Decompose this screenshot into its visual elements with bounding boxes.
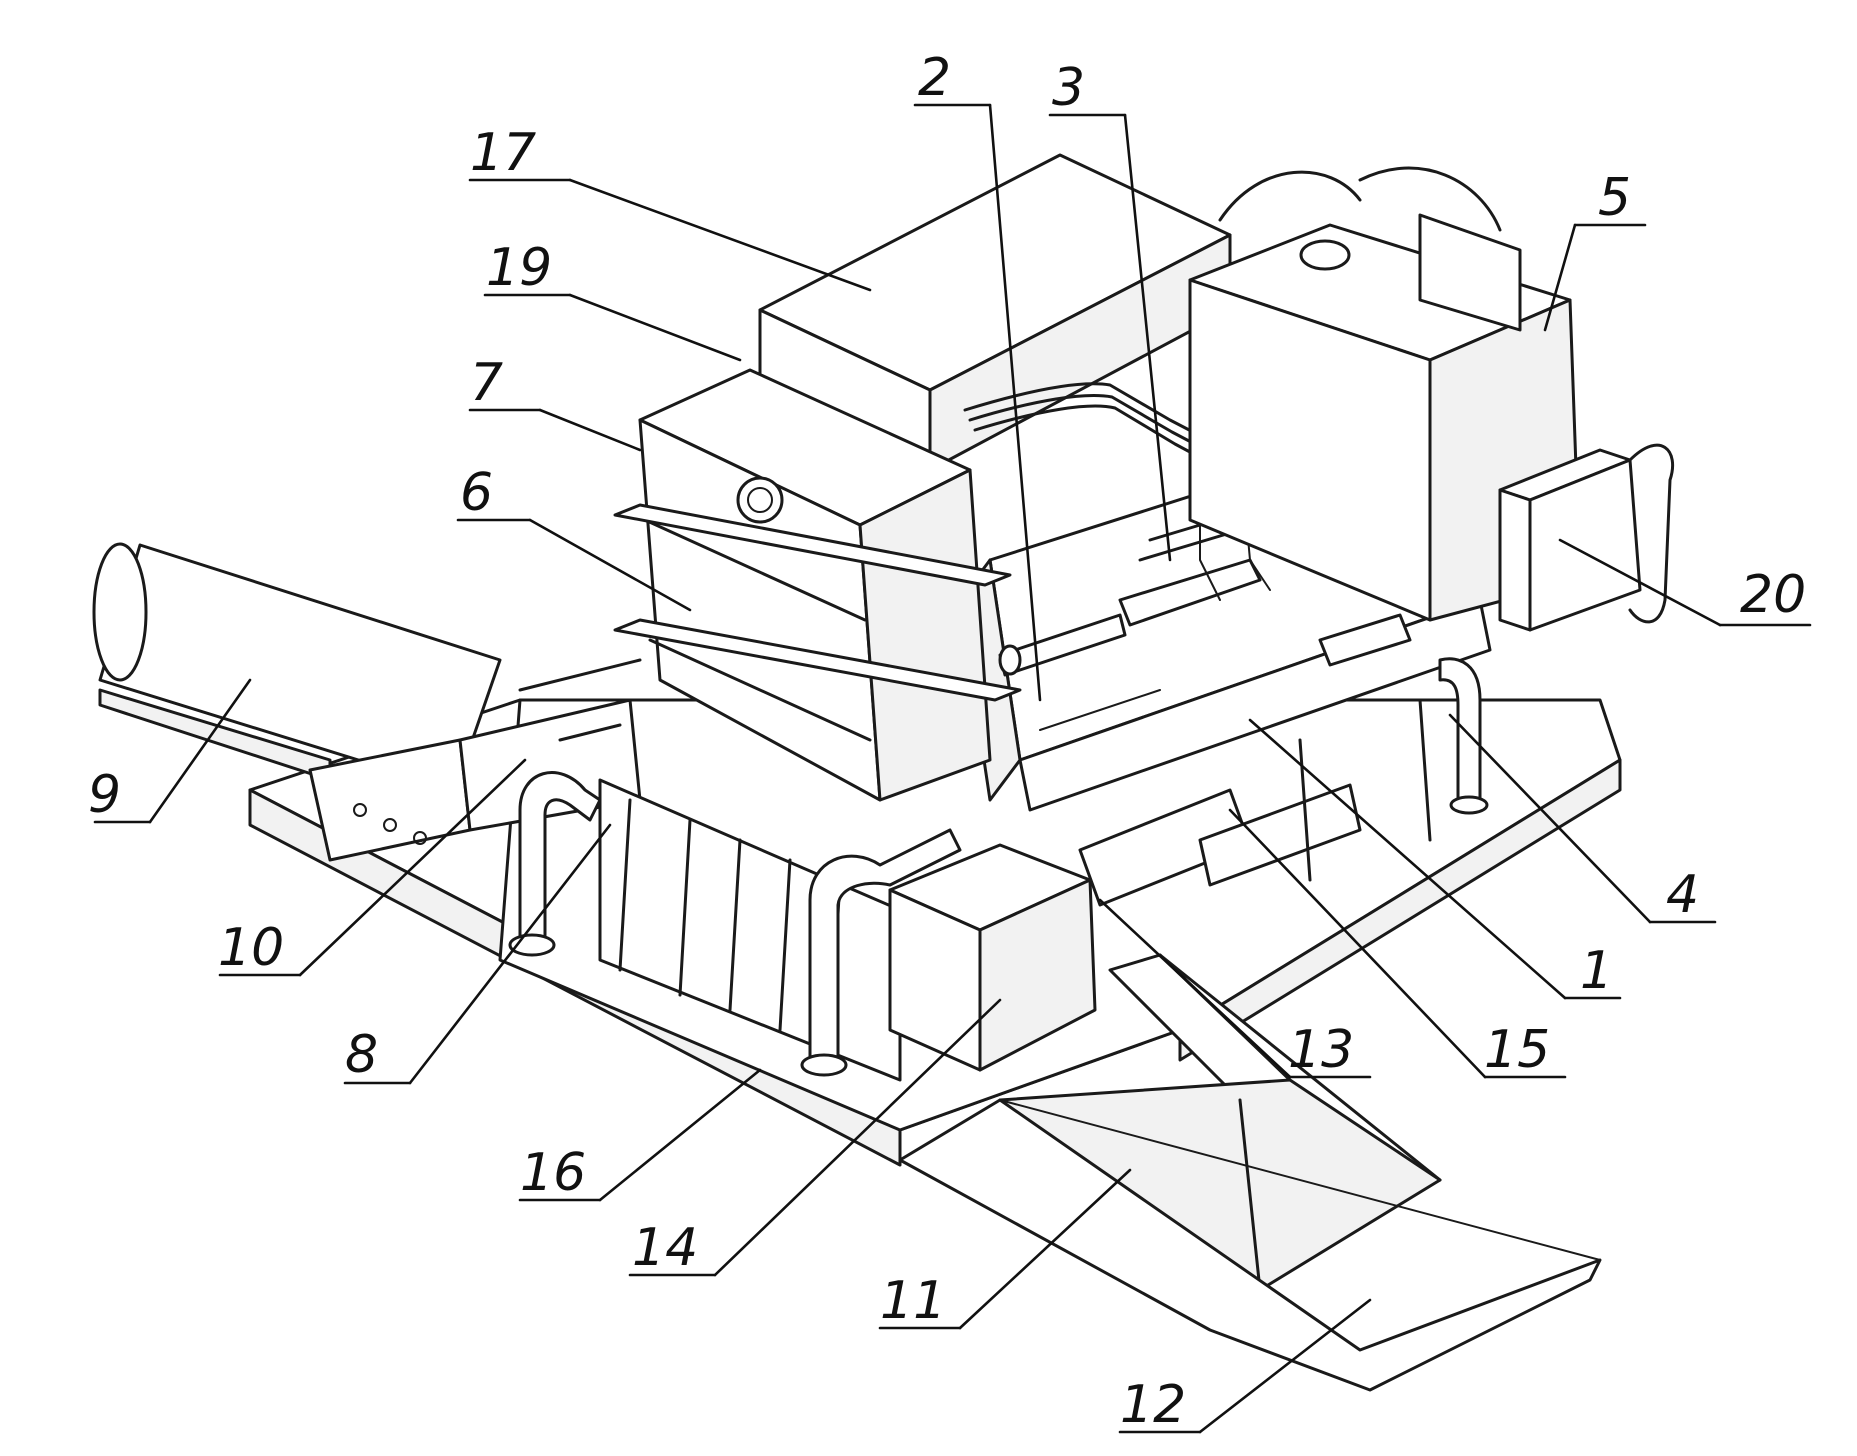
callout-16: 16 [518, 1068, 762, 1203]
callout-label-2: 2 [918, 48, 951, 108]
callout-label-15: 15 [1484, 1020, 1550, 1080]
callout-label-17: 17 [470, 123, 536, 183]
discharge-chute [998, 953, 1442, 1292]
hydraulic-lines [963, 382, 1432, 612]
callout-17: 17 [468, 123, 872, 292]
callout-5: 5 [1543, 168, 1647, 332]
callout-label-3: 3 [1052, 58, 1085, 118]
elbow-pipes [508, 657, 1489, 1077]
callout-label-19: 19 [486, 238, 552, 298]
callout-label-12: 12 [1120, 1375, 1186, 1435]
callout-2: 2 [913, 48, 1042, 702]
callout-layer: 2 3 17 19 7 6 [88, 48, 1812, 1435]
callout-label-6: 6 [460, 463, 493, 523]
power-pack [888, 843, 1097, 1072]
callout-8: 8 [343, 823, 612, 1085]
callout-label-8: 8 [345, 1025, 378, 1085]
control-box [1498, 443, 1675, 632]
callout-label-16: 16 [520, 1143, 586, 1203]
hydraulic-cylinder [92, 542, 502, 792]
callout-label-11: 11 [880, 1271, 946, 1331]
callout-11: 11 [878, 1168, 1132, 1331]
callout-9: 9 [88, 678, 252, 825]
callout-7: 7 [468, 353, 642, 452]
callout-12: 12 [1118, 1298, 1372, 1435]
callout-10: 10 [218, 758, 527, 978]
callout-label-1: 1 [1580, 941, 1613, 1001]
callout-label-14: 14 [632, 1218, 698, 1278]
callout-label-20: 20 [1740, 565, 1806, 625]
callout-1: 1 [1248, 718, 1622, 1001]
callout-13: 13 [1098, 898, 1372, 1080]
callout-14: 14 [628, 998, 1002, 1278]
machine-illustration [92, 153, 1675, 1392]
callout-19: 19 [483, 238, 742, 362]
callout-label-4: 4 [1666, 865, 1699, 925]
callout-label-5: 5 [1598, 168, 1631, 228]
callout-label-10: 10 [218, 918, 284, 978]
callout-label-13: 13 [1288, 1020, 1354, 1080]
callout-15: 15 [1228, 808, 1567, 1080]
floor-plate [898, 1098, 1602, 1392]
callout-4: 4 [1448, 713, 1717, 925]
callout-6: 6 [456, 463, 692, 612]
callout-label-9: 9 [88, 765, 121, 825]
callout-20: 20 [1558, 538, 1812, 627]
callout-3: 3 [1048, 58, 1172, 562]
support-frame [1078, 613, 1432, 907]
callout-label-7: 7 [470, 353, 503, 413]
press-tower [613, 368, 1022, 802]
